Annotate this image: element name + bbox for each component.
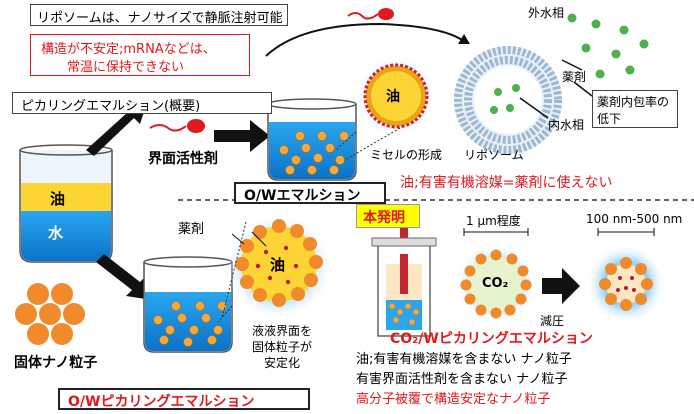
- unstable-note-line2: 常温に保持できない: [67, 60, 185, 75]
- co2-droplet: [456, 244, 536, 324]
- liposome-label: リポソーム: [464, 148, 524, 162]
- pickering-overview: ピカリングエマルション(概要): [21, 99, 201, 114]
- ow-emulsion-label: O/Wエマルション: [244, 188, 361, 204]
- solid-nanoparticle-label: 固体ナノ粒子: [14, 355, 98, 371]
- arrow-right-1: [214, 120, 270, 152]
- nanoparticle-cluster: [15, 283, 85, 345]
- ow-emulsion-box: O/Wエマルション: [234, 182, 386, 204]
- encapsulation-line2: 低下: [597, 112, 622, 126]
- drug-label-top: 薬剤: [562, 70, 587, 84]
- oil-warning: 油;有害有機溶媒=薬剤に使えない: [400, 175, 613, 191]
- liposome-diagram: [454, 46, 562, 154]
- invention-badge-label: 本発明: [363, 210, 405, 226]
- outer-drug-dots: [567, 13, 649, 79]
- ow-pickering-label: O/Wピカリングエマルション: [68, 394, 255, 410]
- surfactant-label: 界面活性剤: [148, 151, 218, 167]
- interface-line1: 液液界面を: [252, 324, 313, 338]
- feature-3: 高分子被覆で構造安定なナノ粒子: [356, 392, 551, 407]
- arrow-up: [86, 100, 148, 156]
- co2-label: CO₂: [482, 276, 509, 291]
- beaker-pickering: [143, 256, 233, 353]
- encapsulation-line1: 薬剤内包率の: [597, 95, 670, 109]
- encapsulation-box: 薬剤内包率の 低下: [592, 90, 678, 128]
- size-1um-label: 1 μm程度: [466, 214, 521, 228]
- micelle-closeup: [356, 56, 436, 136]
- invention-badge: 本発明: [356, 204, 420, 228]
- feature-1: 油;有害有機溶媒を含まない ナノ粒子: [356, 352, 572, 367]
- liposome-note-box: リポソームは、ナノサイズで静脈注射可能: [30, 4, 288, 26]
- micelle-formation-label: ミセルの形成: [370, 148, 443, 162]
- beaker-water-label: 水: [48, 224, 64, 242]
- unstable-note-box: 構造が不安定;mRNAなどは、 常温に保持できない: [30, 34, 250, 76]
- outer-water-label: 外水相: [528, 6, 565, 20]
- inner-water-label: 内水相: [548, 118, 585, 132]
- pressure-vessel: [371, 222, 437, 337]
- decompression-arrow: [542, 268, 580, 304]
- nanoparticle-final: [586, 244, 666, 324]
- micelle-oil-label: 油: [386, 89, 400, 105]
- beaker-micelle: [267, 98, 357, 181]
- ow-pickering-box: O/Wピカリングエマルション: [58, 388, 310, 410]
- pickering-overview-box: ピカリングエマルション(概要): [12, 92, 272, 114]
- decompression-label: 減圧: [540, 314, 565, 328]
- drug-label-bottom: 薬剤: [178, 222, 205, 237]
- interface-line3: 安定化: [264, 356, 301, 370]
- arrow-down: [96, 254, 152, 300]
- feature-2: 有害界面活性剤を含まない ナノ粒子: [356, 372, 568, 387]
- interface-line2: 固体粒子が: [252, 340, 313, 354]
- unstable-note-line1: 構造が不安定;mRNAなどは、: [41, 42, 216, 57]
- liposome-note: リポソームは、ナノサイズで静脈注射可能: [37, 11, 283, 26]
- size-nm-label: 100 nm-500 nm: [586, 212, 683, 226]
- surfactant-molecule: [149, 119, 205, 133]
- surfactant-molecule-top: [347, 8, 394, 20]
- co2-pickering-label: CO₂/Wピカリングエマルション: [390, 331, 593, 347]
- beaker-oil-water: [19, 144, 113, 263]
- pickering-oil-label: 油: [270, 256, 286, 274]
- beaker-oil-label: 油: [50, 190, 66, 208]
